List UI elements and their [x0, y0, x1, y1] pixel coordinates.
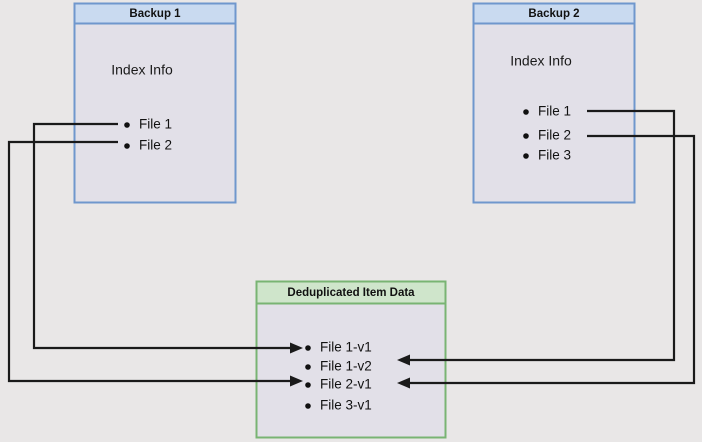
backup-2-box[interactable]: Backup 2 Index Info File 1 File 2 File 3 — [472, 2, 636, 204]
bullet-icon — [124, 122, 130, 128]
dedup-item-0: File 1-v1 — [320, 340, 372, 355]
backup-1-list: File 1 File 2 — [124, 117, 172, 153]
backup-2-header — [472, 2, 636, 25]
dedup-item-2: File 2-v1 — [320, 377, 372, 392]
backup-1-body — [73, 2, 237, 204]
bullet-icon — [523, 133, 529, 139]
dedup-title: Deduplicated Item Data — [287, 287, 415, 299]
backup-1-item-0: File 1 — [139, 117, 172, 132]
arrow-head-icon — [290, 342, 303, 354]
backup-1-subtitle: Index Info — [111, 62, 173, 78]
arrow-head-icon — [397, 354, 410, 366]
backup-1-box[interactable]: Backup 1 Index Info File 1 File 2 — [73, 2, 237, 204]
connector-b1-file1-to-file1v1 — [32, 122, 303, 354]
connector-b2-file2-to-file2v1 — [397, 134, 696, 389]
bullet-icon — [305, 382, 311, 388]
bullet-icon — [305, 364, 311, 370]
arrow-head-icon — [397, 377, 410, 389]
arrow-head-icon — [290, 375, 303, 387]
connector-b1-file2-to-file2v1 — [7, 140, 303, 387]
backup-2-item-1: File 2 — [538, 128, 571, 143]
dedup-list: File 1-v1 File 1-v2 File 2-v1 File 3-v1 — [305, 340, 372, 413]
backup-1-title: Backup 1 — [129, 8, 181, 20]
bullet-icon — [305, 345, 311, 351]
bullet-icon — [305, 403, 311, 409]
dedup-item-3: File 3-v1 — [320, 398, 372, 413]
dedup-header — [255, 280, 447, 305]
backup-2-list: File 1 File 2 File 3 — [523, 104, 571, 163]
dedup-item-1: File 1-v2 — [320, 359, 372, 374]
backup-2-item-0: File 1 — [538, 104, 571, 119]
connector-b2-file1-to-file1v2 — [397, 109, 676, 366]
backup-2-subtitle: Index Info — [510, 53, 572, 69]
backup-2-item-2: File 3 — [538, 148, 571, 163]
bullet-icon — [523, 109, 529, 115]
bullet-icon — [124, 143, 130, 149]
backup-2-title: Backup 2 — [528, 8, 579, 20]
bullet-icon — [523, 153, 529, 159]
backup-1-header — [73, 2, 237, 25]
backup-1-item-1: File 2 — [139, 138, 172, 153]
